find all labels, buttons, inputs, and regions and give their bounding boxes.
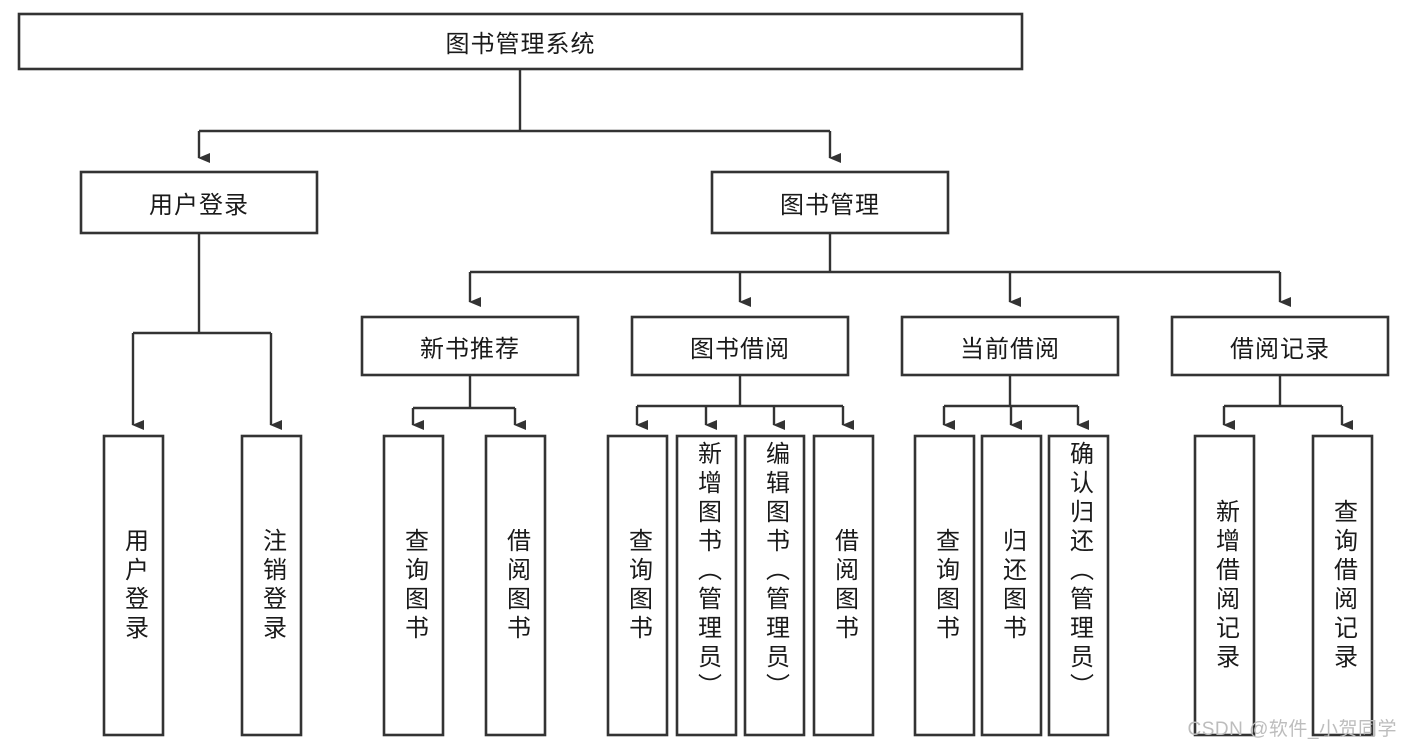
leaf-box-return-book[interactable] — [980, 434, 1043, 737]
connector-user-login-bus — [133, 233, 271, 335]
node-user-login-box[interactable] — [79, 170, 319, 235]
node-root-box[interactable] — [17, 12, 1024, 71]
csdn-watermark: CSDN @软件_小贺同学 — [1187, 719, 1397, 740]
connector-cb-bus — [944, 375, 1078, 408]
node-book-borrow-box[interactable] — [630, 315, 850, 377]
leaf-box-logout-login[interactable] — [240, 434, 303, 737]
connector-br-bus — [1224, 375, 1342, 408]
node-current-borrow-box[interactable] — [900, 315, 1120, 377]
node-new-book-recommend-box[interactable] — [360, 315, 580, 377]
leaf-box-query-book-1[interactable] — [382, 434, 445, 737]
leaf-box-confirm-return-admin[interactable] — [1047, 434, 1110, 737]
connector-bb-bus — [637, 375, 843, 408]
leaf-box-query-book-2[interactable] — [606, 434, 669, 737]
node-book-management-box[interactable] — [710, 170, 950, 235]
leaf-box-borrow-book-1[interactable] — [484, 434, 547, 737]
leaf-box-add-borrow-record[interactable] — [1193, 434, 1256, 737]
connector-book-management-bus — [470, 233, 1280, 274]
connector-root-bus — [199, 69, 830, 133]
leaf-box-add-book-admin[interactable] — [675, 434, 738, 737]
leaf-box-edit-book-admin[interactable] — [743, 434, 806, 737]
leaf-box-user-login[interactable] — [102, 434, 165, 737]
leaf-box-borrow-book-2[interactable] — [812, 434, 875, 737]
leaf-box-query-borrow-record[interactable] — [1311, 434, 1374, 737]
leaf-box-query-book-3[interactable] — [913, 434, 976, 737]
node-borrow-record-box[interactable] — [1170, 315, 1390, 377]
connector-nbr-bus — [413, 375, 515, 410]
